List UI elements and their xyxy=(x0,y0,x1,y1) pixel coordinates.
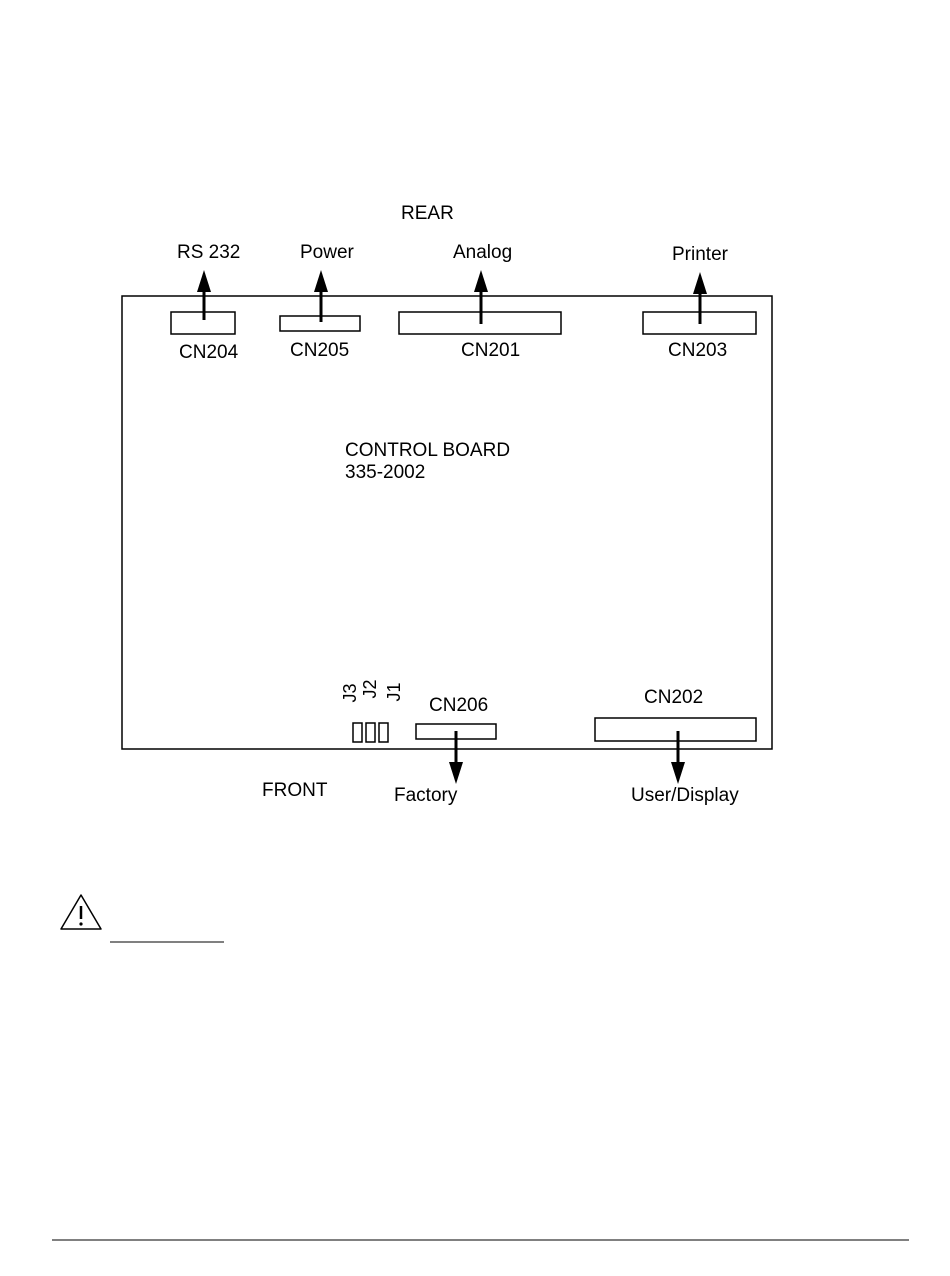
arrow-printer xyxy=(693,272,707,324)
jumper-label-j1: J1 xyxy=(385,680,403,704)
connector-cn202 xyxy=(595,718,756,741)
arrow-user-display xyxy=(671,731,685,784)
board-part-number: 335-2002 xyxy=(345,463,425,482)
front-label: FRONT xyxy=(262,781,327,800)
function-label-factory: Factory xyxy=(394,786,457,805)
arrow-analog xyxy=(474,270,488,324)
jumper-label-j3: J3 xyxy=(341,681,359,705)
function-label-rs232: RS 232 xyxy=(177,243,240,262)
function-label-analog: Analog xyxy=(453,243,512,262)
function-label-power: Power xyxy=(300,243,354,262)
jumper-label-j2: J2 xyxy=(361,677,379,701)
jumper-j2 xyxy=(366,723,375,742)
connector-label-cn205: CN205 xyxy=(290,341,349,360)
connector-label-cn203: CN203 xyxy=(668,341,727,360)
rear-label: REAR xyxy=(401,204,454,223)
function-label-user-display: User/Display xyxy=(631,786,739,805)
connector-label-cn206: CN206 xyxy=(429,696,488,715)
connector-label-cn202: CN202 xyxy=(644,688,703,707)
warning-triangle-icon xyxy=(61,895,101,929)
jumper-j3 xyxy=(353,723,362,742)
function-label-printer: Printer xyxy=(672,245,728,264)
connector-label-cn204: CN204 xyxy=(179,343,238,362)
board-title: CONTROL BOARD xyxy=(345,441,510,460)
connector-label-cn201: CN201 xyxy=(461,341,520,360)
jumper-j1 xyxy=(379,723,388,742)
board-outline xyxy=(122,296,772,749)
